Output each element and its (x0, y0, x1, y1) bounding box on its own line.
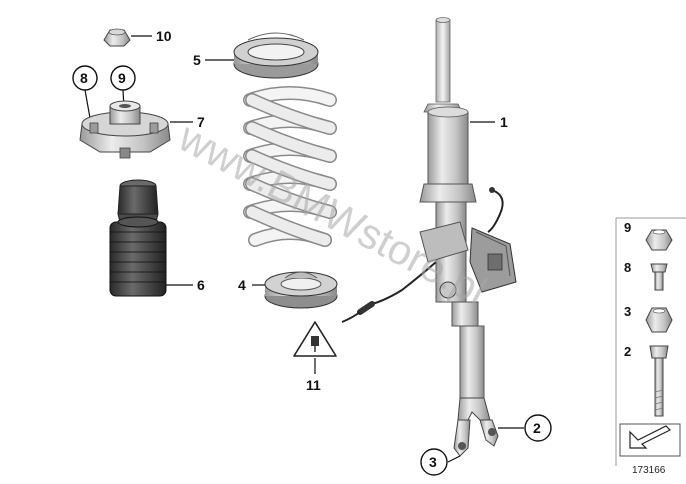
diagram-number: 173166 (632, 465, 666, 476)
callout-11: 11 (306, 377, 321, 393)
sidebar-nut-9-icon (645, 229, 673, 251)
sidebar-label-9: 9 (624, 220, 631, 235)
part-4-lower-spring-seat (264, 271, 338, 309)
callout-6: 6 (197, 277, 205, 293)
sidebar-bolt-2-icon (649, 345, 669, 417)
callout-1: 1 (500, 114, 508, 130)
callout-2-marker: 2 (524, 414, 552, 442)
callout-2: 2 (533, 420, 541, 436)
coil-spring (243, 86, 337, 247)
sidebar-label-8: 8 (624, 260, 631, 275)
callout-7: 7 (197, 114, 205, 130)
part-6-bump-stop-boot (109, 179, 167, 297)
callout-9-marker: 9 (110, 65, 136, 91)
callout-3-marker: 3 (420, 448, 448, 476)
callout-5: 5 (193, 52, 201, 68)
sidebar-label-3: 3 (624, 304, 631, 319)
warning-triangle-icon (293, 321, 337, 357)
part-1-shock-absorber (341, 17, 517, 457)
sidebar-nut-3-icon (645, 307, 673, 333)
sidebar-bolt-8-icon (650, 263, 668, 291)
callout-4: 4 (238, 277, 246, 293)
callout-8: 8 (80, 70, 88, 86)
part-7-top-mount (79, 100, 171, 159)
fastener-sidebar: 9 8 3 2 (615, 217, 686, 476)
direction-arrow-icon (619, 423, 681, 457)
sidebar-label-2: 2 (624, 344, 631, 359)
callout-3: 3 (429, 454, 437, 470)
callout-9: 9 (118, 70, 126, 86)
part-10-nut (103, 28, 131, 47)
part-5-upper-spring-seat (233, 32, 319, 79)
callout-8-marker: 8 (72, 65, 98, 91)
callout-10: 10 (156, 28, 172, 44)
